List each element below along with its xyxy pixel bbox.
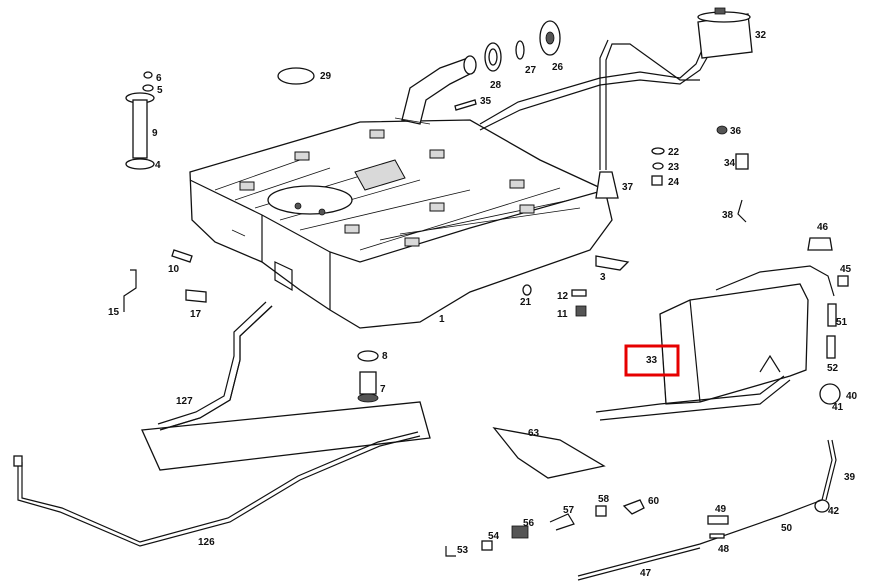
label-42: 42 — [828, 506, 840, 517]
label-40: 40 — [846, 391, 858, 402]
label-8: 8 — [382, 351, 388, 362]
filler-neck — [394, 55, 477, 125]
label-6: 6 — [156, 73, 162, 84]
label-3: 3 — [600, 272, 606, 283]
label-23: 23 — [668, 162, 680, 173]
label-63: 63 — [528, 428, 540, 439]
label-12: 12 — [557, 291, 569, 302]
bolt-35 — [454, 99, 477, 111]
pipe-126-fitting — [13, 455, 23, 467]
label-60: 60 — [648, 496, 660, 507]
label-39: 39 — [844, 472, 856, 483]
label-127: 127 — [176, 396, 193, 407]
label-48: 48 — [718, 544, 730, 555]
label-54: 54 — [488, 531, 500, 542]
bracket-63 — [492, 427, 606, 479]
label-56: 56 — [523, 518, 535, 529]
label-24: 24 — [668, 177, 680, 188]
label-50: 50 — [781, 523, 793, 534]
label-15: 15 — [108, 307, 120, 318]
label-53: 53 — [457, 545, 469, 556]
label-34: 34 — [724, 158, 736, 169]
label-10: 10 — [168, 264, 180, 275]
label-21: 21 — [520, 297, 532, 308]
label-26: 26 — [552, 62, 564, 73]
highlight-box-33 — [624, 344, 680, 377]
pipe-126-inner — [21, 431, 419, 543]
pipe-126 — [17, 435, 421, 547]
part-48 — [709, 533, 725, 539]
label-5: 5 — [157, 85, 163, 96]
small-hardware — [651, 125, 749, 223]
label-41: 41 — [832, 402, 844, 413]
label-38: 38 — [722, 210, 734, 221]
label-4: 4 — [155, 160, 161, 171]
seal-parts — [484, 20, 561, 72]
label-29: 29 — [320, 71, 332, 82]
label-22: 22 — [668, 147, 680, 158]
label-51: 51 — [836, 317, 848, 328]
cover-29 — [277, 67, 315, 85]
label-11: 11 — [557, 309, 568, 320]
pipe-47 — [577, 547, 701, 581]
label-7: 7 — [380, 384, 386, 395]
label-33: 33 — [646, 355, 658, 366]
label-57: 57 — [563, 505, 575, 516]
label-27: 27 — [525, 65, 537, 76]
sender-unit — [125, 71, 155, 170]
brackets-left — [123, 249, 207, 312]
right-parts — [807, 237, 849, 513]
drain-parts — [357, 350, 379, 403]
label-126: 126 — [198, 537, 215, 548]
label-45: 45 — [840, 264, 852, 275]
label-1: 1 — [439, 314, 445, 325]
label-37: 37 — [622, 182, 634, 193]
label-9: 9 — [152, 128, 158, 139]
label-49: 49 — [715, 504, 727, 515]
brackets-center — [522, 255, 630, 317]
label-17: 17 — [190, 309, 202, 320]
auxiliary-tank-33 — [595, 265, 835, 421]
fuel-tank — [189, 119, 613, 329]
label-46: 46 — [817, 222, 829, 233]
part-49 — [707, 515, 729, 525]
bottom-small-parts — [445, 499, 645, 557]
filler-pipe-127 — [141, 301, 431, 471]
canister-32 — [697, 7, 753, 59]
label-32: 32 — [755, 30, 767, 41]
label-58: 58 — [598, 494, 610, 505]
label-52: 52 — [827, 363, 839, 374]
label-36: 36 — [730, 126, 742, 137]
part-labels: 1 3 4 5 6 7 8 9 10 11 12 15 17 21 22 23 … — [108, 30, 858, 579]
part-37 — [595, 171, 619, 199]
label-28: 28 — [490, 80, 502, 91]
pipe-50 — [577, 499, 823, 577]
label-35: 35 — [480, 96, 492, 107]
label-47: 47 — [640, 568, 652, 579]
